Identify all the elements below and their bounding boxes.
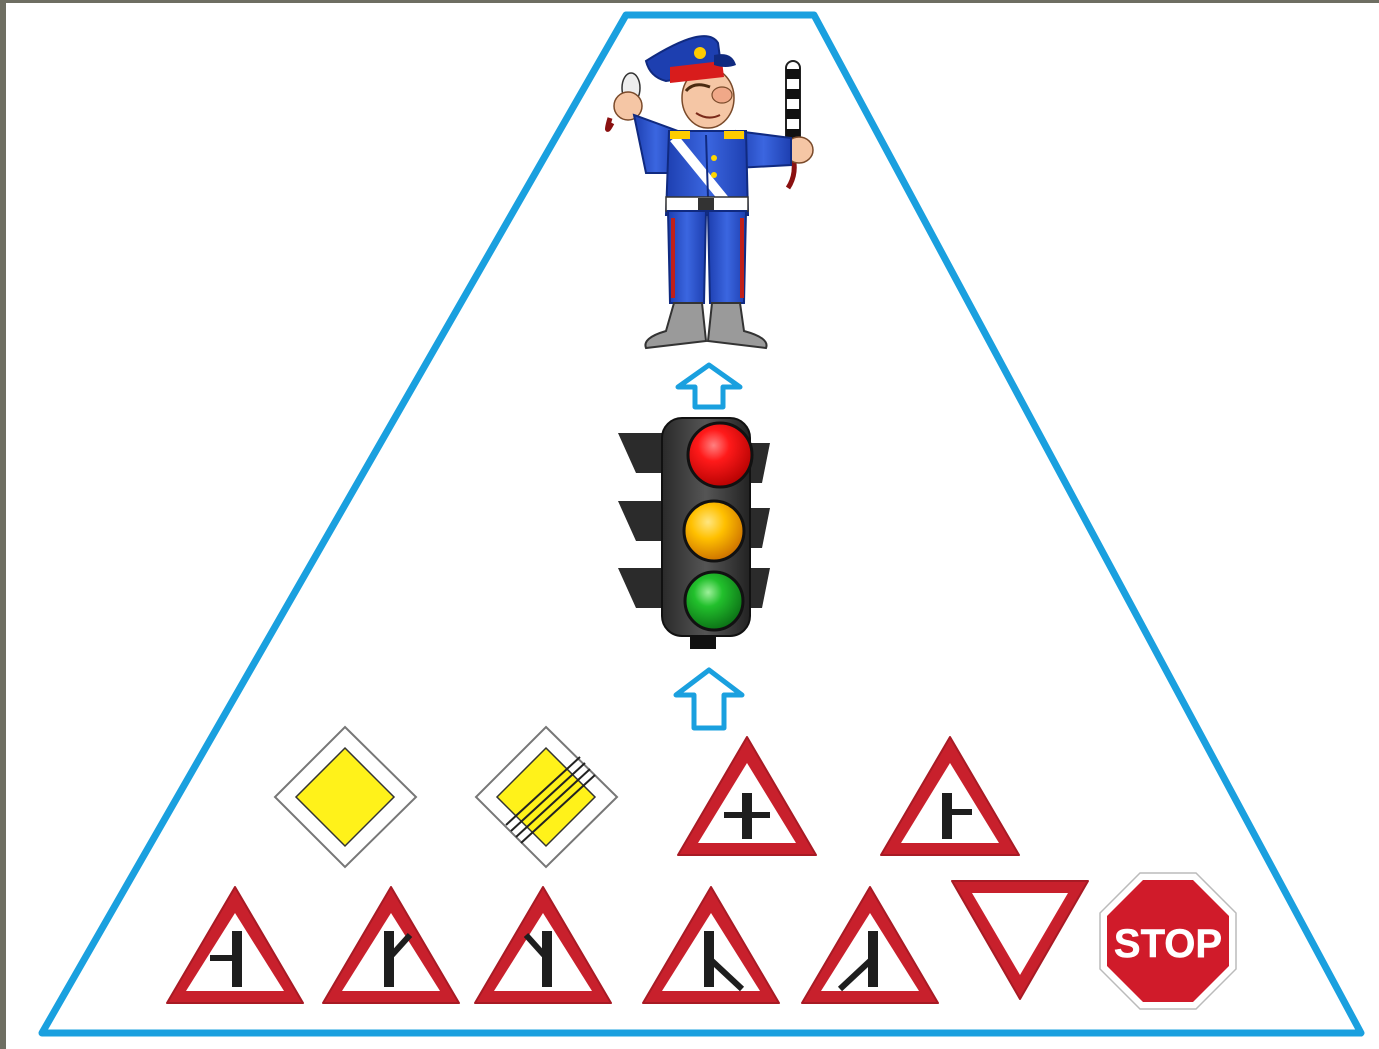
green-lamp — [685, 572, 743, 630]
stop-sign: STOP — [1100, 873, 1236, 1009]
up-arrow-upper — [678, 365, 740, 407]
traffic-light — [618, 418, 770, 649]
end-of-priority-road-sign — [476, 727, 617, 867]
stop-sign-text: STOP — [1114, 922, 1222, 966]
oblique-side-road-right-sign — [323, 887, 459, 1003]
traffic-officer-illustration — [607, 36, 813, 348]
side-road-left-sign — [167, 887, 303, 1003]
merge-right-sign — [643, 887, 779, 1003]
give-way-sign — [952, 881, 1088, 999]
diagram-canvas: STOP — [6, 3, 1379, 1049]
crossroad-sign — [678, 737, 816, 855]
yellow-lamp — [684, 501, 744, 561]
oblique-side-road-left-sign — [475, 887, 611, 1003]
priority-road-sign — [275, 727, 416, 867]
up-arrow-lower — [676, 670, 742, 728]
striped-baton — [786, 61, 800, 188]
merge-left-sign — [802, 887, 938, 1003]
red-lamp — [688, 423, 752, 487]
side-road-right-sign — [881, 737, 1019, 855]
pyramid-diagram: STOP — [6, 3, 1379, 1049]
